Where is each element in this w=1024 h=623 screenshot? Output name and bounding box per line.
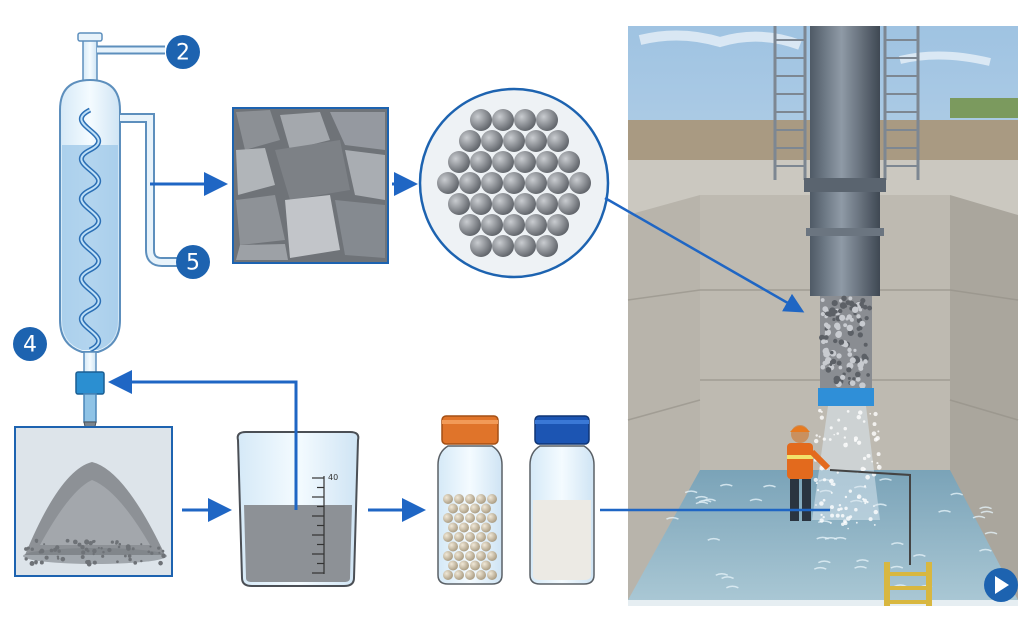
sphere (470, 235, 492, 257)
sphere (525, 172, 547, 194)
sphere (470, 193, 492, 215)
sphere (481, 172, 503, 194)
svg-text:4: 4 (23, 333, 37, 358)
worker-figure (787, 425, 831, 521)
sphere (514, 109, 536, 131)
sphere (492, 109, 514, 131)
callout-5: 5 (176, 245, 210, 279)
sphere (470, 109, 492, 131)
sphere (481, 214, 503, 236)
ladder (884, 562, 932, 606)
sphere (514, 193, 536, 215)
sphere (547, 130, 569, 152)
powder-panel (14, 426, 173, 577)
sphere (558, 193, 580, 215)
arrow-spheres-to-scene (604, 196, 805, 313)
sphere (514, 151, 536, 173)
sphere (503, 214, 525, 236)
flow-arrows (108, 172, 830, 522)
sphere (492, 193, 514, 215)
sphere (503, 172, 525, 194)
vial-blue-cap (529, 415, 595, 585)
sphere (547, 214, 569, 236)
sphere (481, 130, 503, 152)
construction-scene (627, 26, 1019, 606)
sphere (536, 151, 558, 173)
sphere (525, 214, 547, 236)
sphere (503, 130, 525, 152)
beaker-scale-label: 40 (328, 473, 338, 482)
condenser (59, 32, 180, 451)
play-icon (995, 576, 1009, 594)
sphere (536, 235, 558, 257)
sphere (437, 172, 459, 194)
sphere (492, 151, 514, 173)
sphere (448, 193, 470, 215)
spheres-magnified (418, 87, 610, 279)
sphere (558, 151, 580, 173)
sphere (536, 109, 558, 131)
sphere (448, 151, 470, 173)
sphere (459, 172, 481, 194)
callout-4: 4 (13, 327, 47, 361)
beaker-scale (312, 476, 325, 574)
svg-text:5: 5 (186, 251, 200, 276)
play-button[interactable] (984, 568, 1018, 602)
sphere (514, 235, 536, 257)
sphere (525, 130, 547, 152)
sphere (459, 130, 481, 152)
sphere (459, 214, 481, 236)
sphere (536, 193, 558, 215)
sphere (569, 172, 591, 194)
arrow-beaker-to-condenser (108, 370, 298, 510)
sphere (470, 151, 492, 173)
callout-2: 2 (166, 35, 200, 69)
crushed-rock-panel (232, 107, 389, 264)
svg-text:2: 2 (176, 41, 190, 66)
sphere (492, 235, 514, 257)
beaker: 40 (236, 431, 360, 587)
vial-orange-cap (437, 415, 503, 585)
sphere (547, 172, 569, 194)
